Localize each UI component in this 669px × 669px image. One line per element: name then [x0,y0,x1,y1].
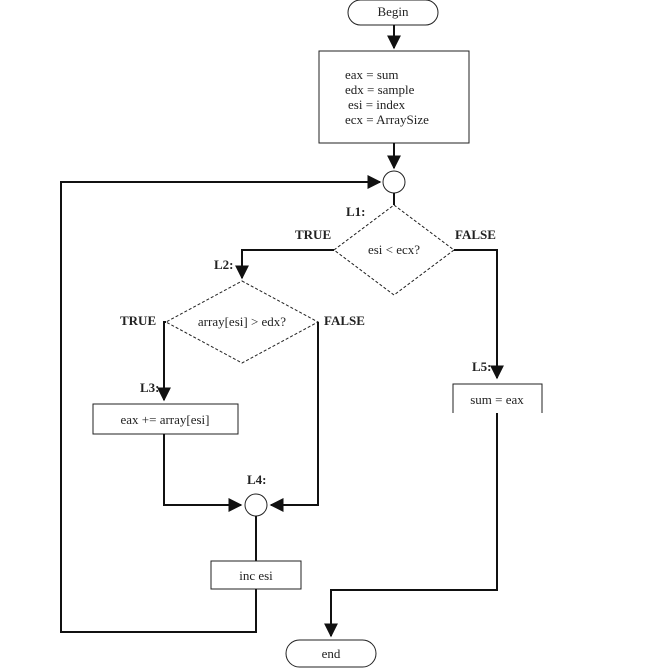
cond1-label: esi < ecx? [368,242,420,257]
init-line-2: edx = sample [345,82,415,97]
l4-junction [244,493,268,517]
label-l2: L2: [214,257,234,272]
edge-loop-back [60,175,382,633]
edge-cond2-true-to-add [157,321,171,402]
label-l3: L3: [140,380,160,395]
init-line-1: eax = sum [345,67,399,82]
init-line-4: ecx = ArraySize [345,112,429,127]
begin-label: Begin [377,4,409,19]
store-node: sum = eax [452,383,543,413]
init-line-3: esi = index [348,97,406,112]
edge-store-to-end [324,413,498,638]
edge-cond2-false-to-l4 [269,322,319,512]
inc-label: inc esi [239,568,273,583]
cond1-false-label: FALSE [455,227,496,242]
label-l5: L5: [472,359,492,374]
init-node: eax = sum edx = sample esi = index ecx =… [318,50,470,144]
end-label: end [322,646,341,661]
edge-cond1-false-to-store [454,249,504,380]
label-l1: L1: [346,204,366,219]
end-node: end [285,639,377,668]
edge-cond1-true-to-cond2 [235,249,334,280]
loop-junction [382,170,406,194]
cond2-label: array[esi] > edx? [198,314,286,329]
begin-node: Begin [347,0,439,26]
cond1-true-label: TRUE [295,227,331,242]
label-l4: L4: [247,472,267,487]
cond1-node: esi < ecx? [333,204,455,296]
cond2-node: array[esi] > edx? [164,280,320,364]
store-label: sum = eax [470,392,524,407]
inc-node: inc esi [210,560,302,590]
cond2-true-label: TRUE [120,313,156,328]
add-node: eax += array[esi] [92,403,239,435]
add-label: eax += array[esi] [120,412,209,427]
cond2-false-label: FALSE [324,313,365,328]
edge-add-to-l4 [163,434,243,512]
